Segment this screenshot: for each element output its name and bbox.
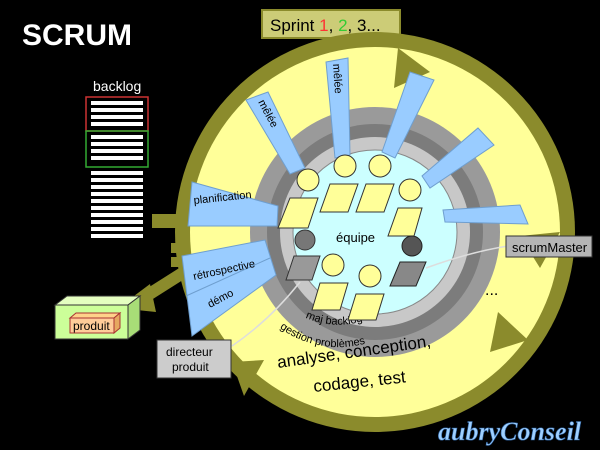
ellipsis-label: ... xyxy=(485,282,498,299)
backlog-feed-line xyxy=(152,214,190,228)
retro-demo-divider xyxy=(185,257,271,297)
ray-melee-2 xyxy=(325,57,351,159)
backlog-green-frame xyxy=(85,130,149,168)
cycle-arrowhead-bottom-right xyxy=(490,312,528,352)
product-label: produit xyxy=(73,319,110,333)
scrum-master-box xyxy=(505,235,593,258)
team-members xyxy=(277,154,427,321)
title: SCRUM xyxy=(22,19,132,52)
directeur-connector xyxy=(231,281,301,347)
equipe-label: équipe xyxy=(336,230,375,245)
dash-1 xyxy=(171,243,183,253)
scrum-master-connector xyxy=(425,245,509,269)
directeur-label-line2: produit xyxy=(172,360,209,374)
directeur-box xyxy=(156,339,232,379)
scrum-master-icon xyxy=(389,235,427,287)
cycle-arrowhead-top xyxy=(394,48,430,88)
person-icon xyxy=(347,264,385,321)
ray-4 xyxy=(421,127,495,189)
directeur-label-line1: directeur xyxy=(166,345,213,359)
scrum-master-label: scrumMaster xyxy=(512,240,588,255)
person-icon xyxy=(355,154,395,213)
dash-2 xyxy=(171,257,183,267)
ray-retro-demo xyxy=(181,239,277,337)
ray-planification xyxy=(187,181,279,227)
ray-3 xyxy=(381,71,435,159)
backlog-items xyxy=(91,101,143,238)
person-icon xyxy=(277,168,320,229)
person-icon xyxy=(387,178,423,237)
person-icon xyxy=(311,253,349,311)
sprint-label: Sprint 1, 2, 3... xyxy=(270,16,381,35)
melee-label-2: mêlée xyxy=(330,63,344,94)
product-owner-icon xyxy=(285,229,321,281)
cycle-arrowhead-bottom-left xyxy=(232,360,264,396)
ray-melee-1 xyxy=(245,91,306,175)
ray-5 xyxy=(442,204,529,225)
backlog-label: backlog xyxy=(93,78,141,94)
product-package xyxy=(68,311,122,335)
person-icon xyxy=(319,154,359,213)
brand-logo-text: aubryConseil xyxy=(438,417,582,446)
backlog-stack xyxy=(85,96,149,238)
